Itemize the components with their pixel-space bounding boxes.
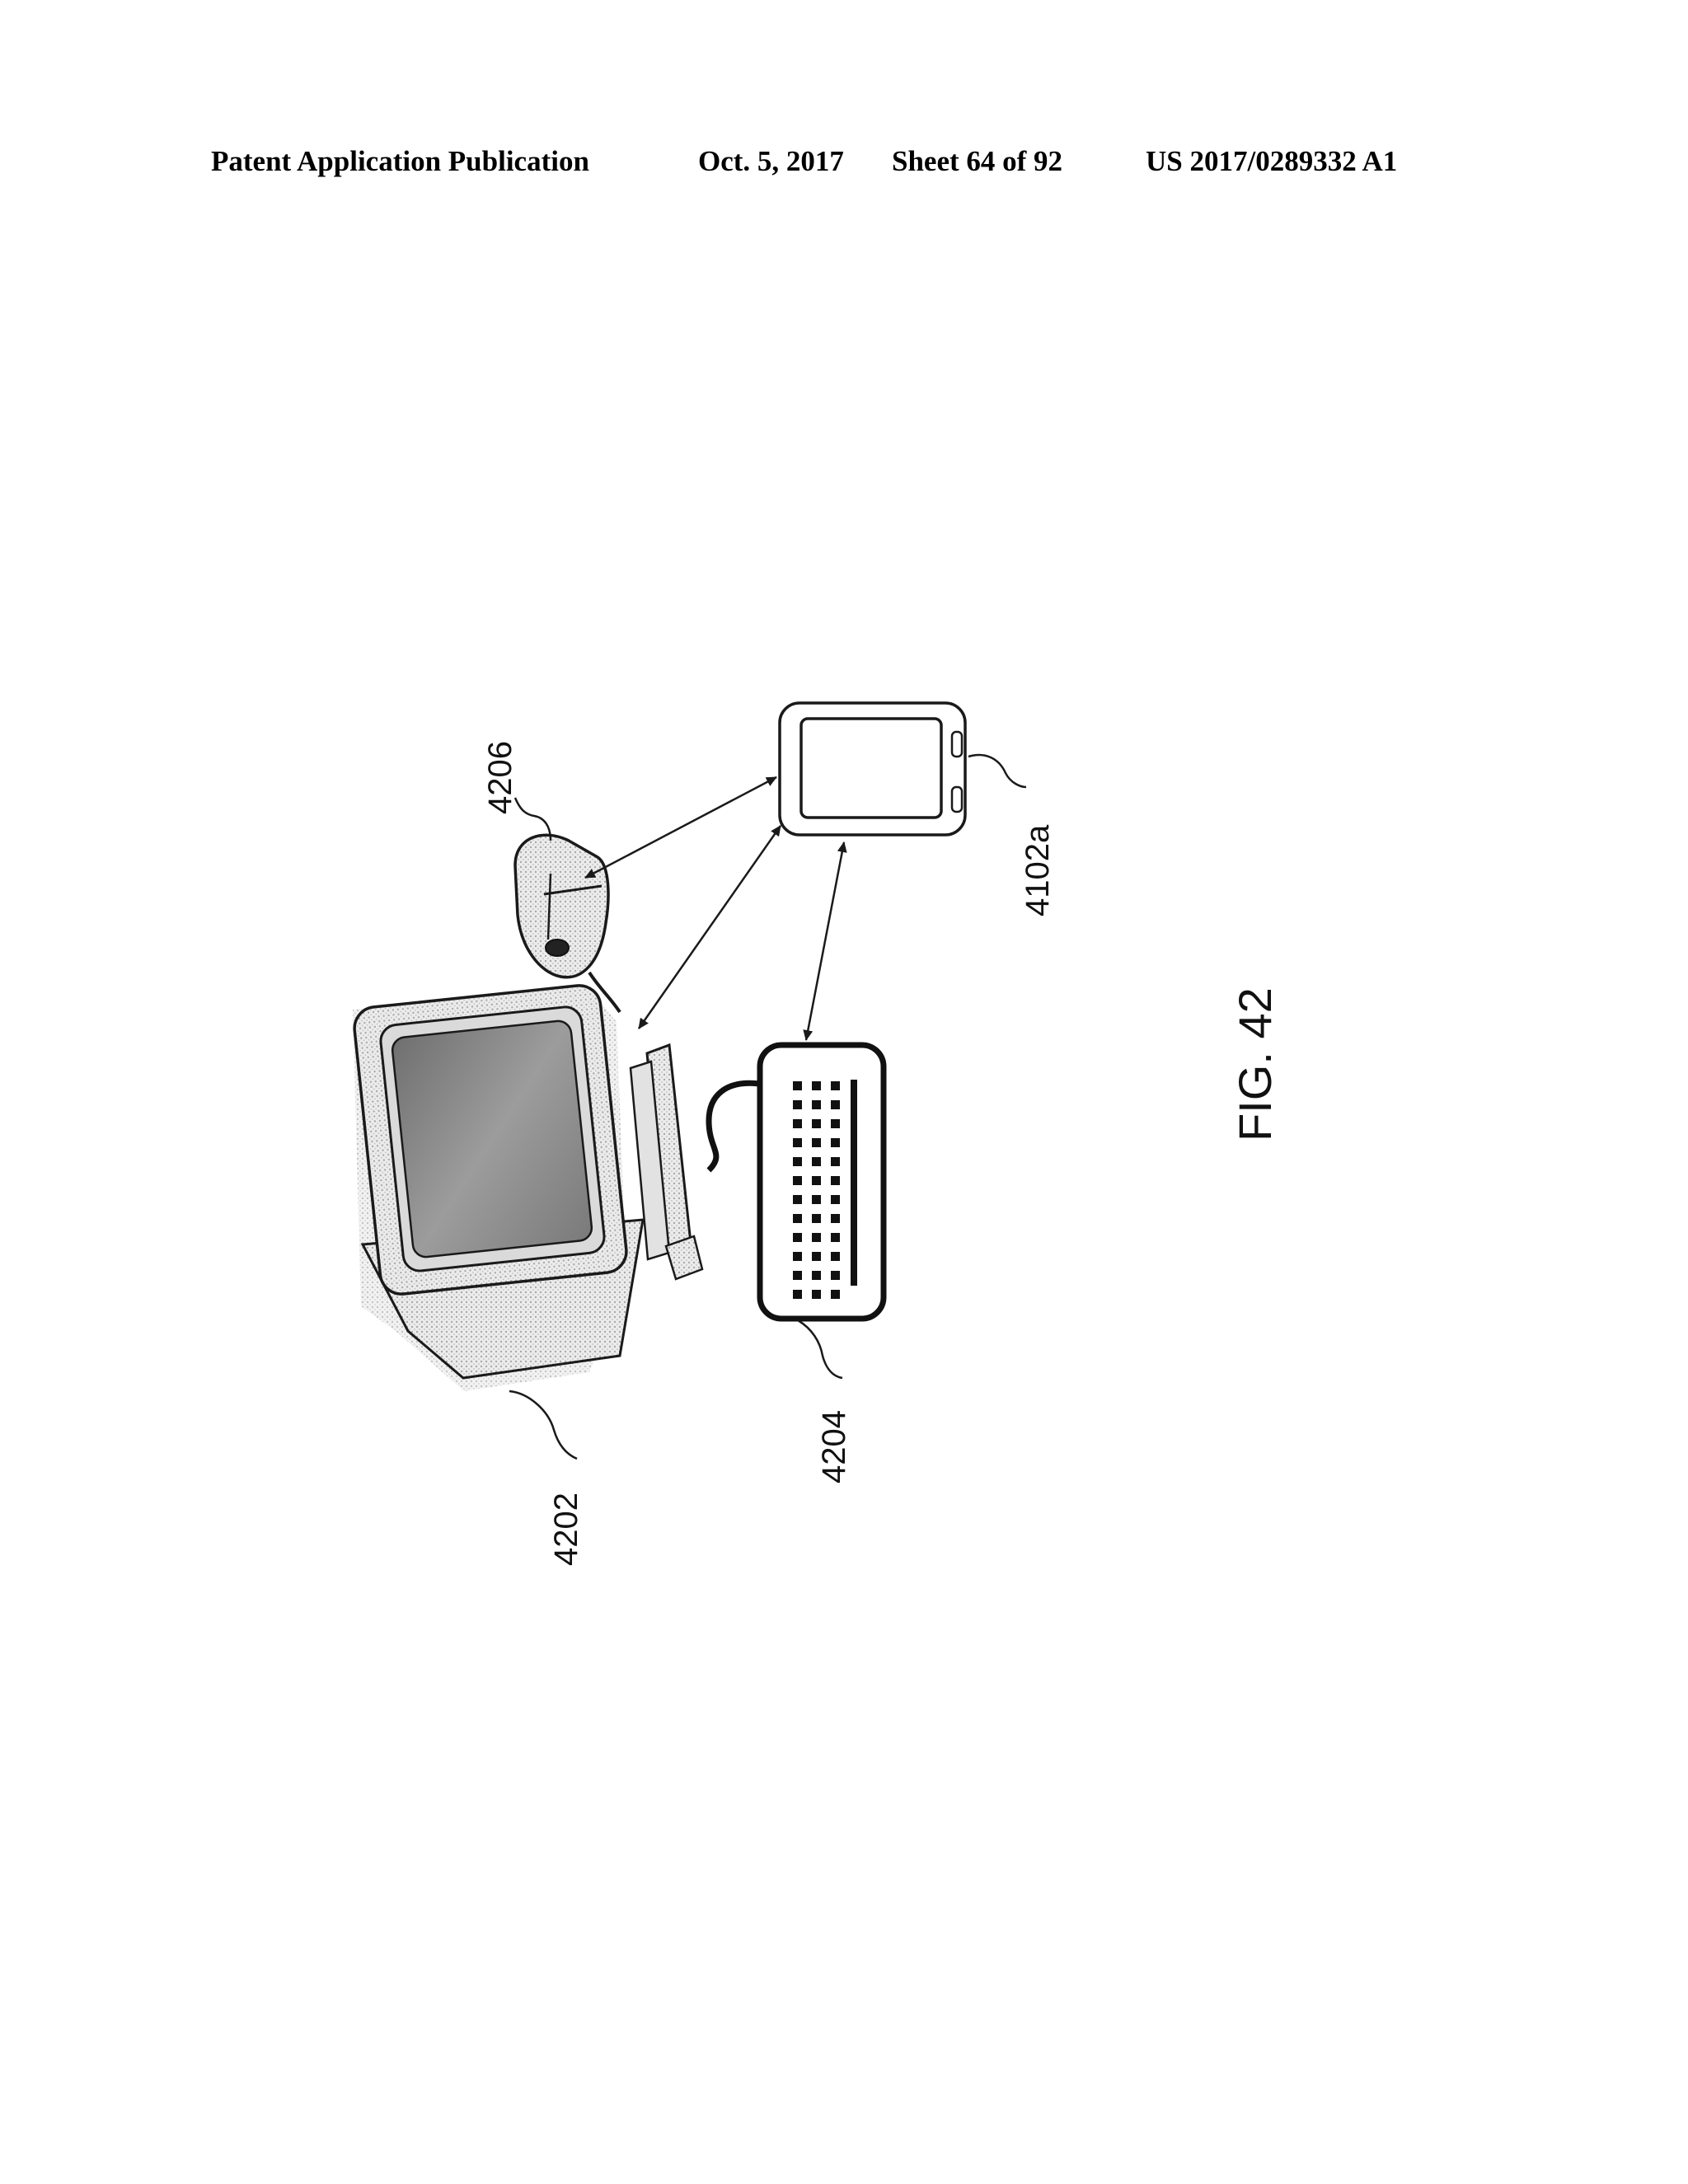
- keyboard-key: [831, 1290, 840, 1299]
- keyboard-key: [831, 1157, 840, 1166]
- link-mouse-device: [584, 776, 777, 879]
- keyboard-key: [793, 1176, 802, 1185]
- keyboard-key: [793, 1233, 802, 1242]
- connection-lines: [584, 776, 847, 1041]
- keyboard-key: [831, 1252, 840, 1261]
- keyboard-key: [793, 1138, 802, 1147]
- keyboard-key: [812, 1100, 821, 1109]
- keyboard-key: [831, 1100, 840, 1109]
- leader-4102a: [968, 753, 1027, 789]
- leader-4202: [509, 1390, 578, 1460]
- leader-lines: [509, 753, 1027, 1460]
- keyboard-key: [793, 1100, 802, 1109]
- keyboard-key: [812, 1195, 821, 1204]
- keyboard-key: [793, 1290, 802, 1299]
- handheld-device-icon: [778, 701, 967, 837]
- keyboard-keys: [793, 1081, 840, 1299]
- keyboard-key: [831, 1081, 840, 1090]
- computer-monitor-icon: [353, 984, 704, 1391]
- keyboard-key: [831, 1271, 840, 1280]
- ref-label-keyboard: 4204: [816, 1410, 852, 1483]
- keyboard-key: [793, 1214, 802, 1223]
- keyboard-key: [831, 1214, 840, 1223]
- leader-4206: [513, 797, 552, 841]
- sheet-number: Sheet 64 of 92: [892, 145, 1063, 177]
- link-keyboard-device: [803, 841, 847, 1041]
- keyboard-key: [831, 1176, 840, 1185]
- keyboard-key: [812, 1081, 821, 1090]
- keyboard-key: [812, 1157, 821, 1166]
- keyboard-key: [812, 1138, 821, 1147]
- keyboard-key: [812, 1214, 821, 1223]
- ref-label-device: 4102a: [1020, 824, 1056, 916]
- keyboard-key: [812, 1176, 821, 1185]
- keyboard-key: [831, 1233, 840, 1242]
- publication-number: US 2017/0289332 A1: [1146, 145, 1398, 177]
- publication-type: Patent Application Publication: [211, 145, 589, 177]
- keyboard-key: [812, 1233, 821, 1242]
- page-header: Patent Application Publication Oct. 5, 2…: [0, 145, 1688, 186]
- keyboard-key: [793, 1081, 802, 1090]
- keyboard-key: [812, 1252, 821, 1261]
- keyboard-icon: [706, 1042, 887, 1322]
- link-computer-device: [637, 825, 782, 1029]
- keyboard-key: [793, 1195, 802, 1204]
- keyboard-key: [831, 1138, 840, 1147]
- keyboard-key: [812, 1271, 821, 1280]
- keyboard-key: [793, 1157, 802, 1166]
- ref-label-computer: 4202: [548, 1493, 584, 1566]
- leader-4204: [797, 1319, 843, 1380]
- keyboard-key: [831, 1195, 840, 1204]
- keyboard-key: [812, 1290, 821, 1299]
- keyboard-key: [793, 1119, 802, 1128]
- keyboard-key: [793, 1271, 802, 1280]
- keyboard-key: [812, 1119, 821, 1128]
- ref-label-mouse: 4206: [482, 741, 518, 814]
- figure-label: FIG. 42: [1229, 987, 1281, 1141]
- keyboard-key: [793, 1252, 802, 1261]
- publication-date: Oct. 5, 2017: [698, 145, 844, 177]
- keyboard-key: [831, 1119, 840, 1128]
